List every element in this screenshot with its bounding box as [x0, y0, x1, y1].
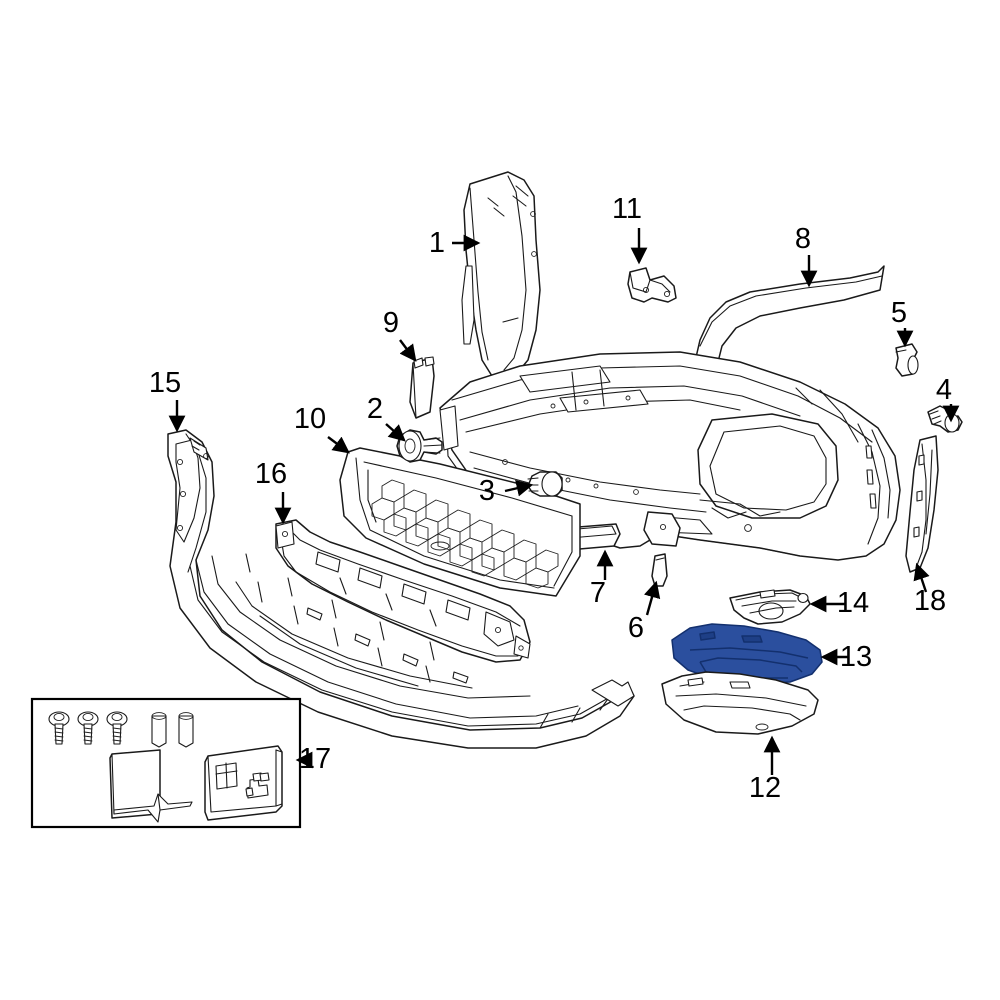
part-13-fog-light-bezel-right [671, 623, 823, 685]
part-2-bolt-hex-flange [396, 429, 443, 463]
callout-label-2[interactable]: 2 [367, 393, 383, 425]
callout-label-8[interactable]: 8 [795, 223, 811, 255]
cylindrical-clip-2 [178, 712, 194, 748]
callout-label-13[interactable]: 13 [840, 641, 872, 673]
callout-17[interactable]: 17 [295, 743, 331, 775]
part-15-bumper-cover-lower [167, 429, 635, 749]
callout-4[interactable]: 4 [936, 374, 960, 423]
callout-label-14[interactable]: 14 [837, 587, 869, 619]
callout-14[interactable]: 14 [809, 587, 869, 619]
callout-label-7[interactable]: 7 [590, 577, 606, 609]
callout-5[interactable]: 5 [891, 297, 914, 348]
callout-18[interactable]: 18 [913, 562, 946, 617]
callout-9[interactable]: 9 [383, 307, 417, 362]
callout-12[interactable]: 12 [749, 735, 781, 804]
callout-label-4[interactable]: 4 [936, 374, 952, 406]
callout-15[interactable]: 15 [149, 367, 186, 433]
leader-line-6 [644, 580, 661, 616]
part-11-mounting-bracket [627, 267, 677, 303]
callout-label-11[interactable]: 11 [612, 193, 642, 225]
part-14-fog-light-cover [729, 589, 811, 625]
leader-line-18 [913, 562, 930, 593]
callout-label-12[interactable]: 12 [749, 772, 781, 804]
callout-11[interactable]: 11 [612, 193, 648, 265]
part-16-grille-support-bracket [275, 519, 531, 663]
hardware-kit-inset [30, 697, 302, 829]
callout-label-6[interactable]: 6 [628, 612, 644, 644]
callout-label-3[interactable]: 3 [479, 475, 495, 507]
callout-8[interactable]: 8 [795, 223, 818, 288]
callout-label-18[interactable]: 18 [914, 585, 946, 617]
callout-7[interactable]: 7 [590, 549, 614, 609]
callout-label-15[interactable]: 15 [149, 367, 181, 399]
callout-3[interactable]: 3 [479, 475, 534, 507]
leader-line-9 [399, 339, 417, 362]
callout-13[interactable]: 13 [820, 641, 872, 673]
callout-6[interactable]: 6 [628, 580, 661, 644]
callout-label-9[interactable]: 9 [383, 307, 399, 339]
callout-label-1[interactable]: 1 [429, 227, 445, 259]
callout-1[interactable]: 1 [429, 227, 481, 259]
license-plate-bracket [204, 745, 283, 821]
callout-label-5[interactable]: 5 [891, 297, 907, 329]
deflector-panel [109, 749, 193, 823]
leader-line-2 [385, 423, 406, 442]
leader-line-10 [327, 436, 350, 454]
part-3-screw-short [527, 471, 563, 497]
part-9-bracket-small [409, 356, 435, 419]
part-6-clip-small [651, 553, 668, 587]
leader-line-3 [504, 480, 534, 497]
callout-label-17[interactable]: 17 [299, 743, 331, 775]
screw-washer-head-3 [106, 711, 128, 745]
part-5-clip-grommet [895, 343, 919, 377]
callout-label-10[interactable]: 10 [294, 403, 326, 435]
callout-2[interactable]: 2 [367, 393, 406, 442]
screw-washer-head-2 [77, 711, 99, 745]
callout-16[interactable]: 16 [255, 458, 292, 525]
cylindrical-clip-1 [151, 712, 167, 748]
callout-label-16[interactable]: 16 [255, 458, 287, 490]
part-12-lower-bumper-trim-left [661, 671, 819, 735]
screw-washer-head-1 [48, 711, 70, 745]
callout-10[interactable]: 10 [294, 403, 350, 454]
